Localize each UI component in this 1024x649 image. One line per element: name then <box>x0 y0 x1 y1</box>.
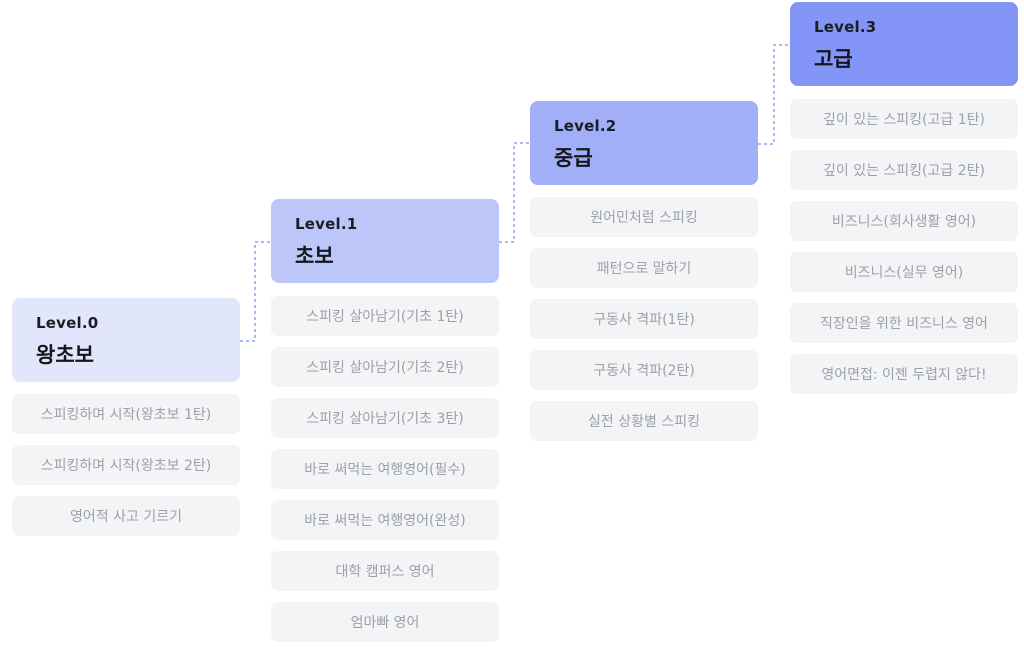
level-3-label: Level.3 <box>814 18 877 36</box>
level-0-label: Level.0 <box>36 314 99 332</box>
course-item[interactable]: 구동사 격파(2탄) <box>530 350 758 390</box>
level-2-header: Level.2 중급 <box>530 101 758 185</box>
course-item[interactable]: 스피킹하며 시작(왕초보 1탄) <box>12 394 240 434</box>
course-item[interactable]: 스피킹 살아남기(기초 3탄) <box>271 398 499 438</box>
connector-2-3 <box>758 44 790 145</box>
course-item[interactable]: 바로 써먹는 여행영어(필수) <box>271 449 499 489</box>
course-item[interactable]: 영어적 사고 기르기 <box>12 496 240 536</box>
course-item[interactable]: 깊이 있는 스피킹(고급 1탄) <box>790 99 1018 139</box>
course-item[interactable]: 깊이 있는 스피킹(고급 2탄) <box>790 150 1018 190</box>
level-1-header: Level.1 초보 <box>271 199 499 283</box>
level-2-label: Level.2 <box>554 117 617 135</box>
level-1-label: Level.1 <box>295 215 358 233</box>
course-item[interactable]: 영어면접: 이젠 두렵지 않다! <box>790 354 1018 394</box>
course-item[interactable]: 스피킹하며 시작(왕초보 2탄) <box>12 445 240 485</box>
course-item[interactable]: 원어민처럼 스피킹 <box>530 197 758 237</box>
course-item[interactable]: 엄마빠 영어 <box>271 602 499 642</box>
course-item[interactable]: 스피킹 살아남기(기초 1탄) <box>271 296 499 336</box>
level-3-name: 고급 <box>814 47 853 71</box>
course-item[interactable]: 대학 캠퍼스 영어 <box>271 551 499 591</box>
course-item[interactable]: 패턴으로 말하기 <box>530 248 758 288</box>
course-item[interactable]: 비즈니스(회사생활 영어) <box>790 201 1018 241</box>
level-3-header: Level.3 고급 <box>790 2 1018 86</box>
course-item[interactable]: 구동사 격파(1탄) <box>530 299 758 339</box>
level-0-name: 왕초보 <box>36 343 94 367</box>
level-2-name: 중급 <box>554 146 593 170</box>
course-item[interactable]: 비즈니스(실무 영어) <box>790 252 1018 292</box>
course-item[interactable]: 스피킹 살아남기(기초 2탄) <box>271 347 499 387</box>
connector-1-2 <box>499 142 530 243</box>
level-0-header: Level.0 왕초보 <box>12 298 240 382</box>
connector-0-1 <box>240 241 271 342</box>
level-1-name: 초보 <box>295 244 334 268</box>
course-item[interactable]: 실전 상황별 스피킹 <box>530 401 758 441</box>
course-item[interactable]: 바로 써먹는 여행영어(완성) <box>271 500 499 540</box>
course-item[interactable]: 직장인을 위한 비즈니스 영어 <box>790 303 1018 343</box>
